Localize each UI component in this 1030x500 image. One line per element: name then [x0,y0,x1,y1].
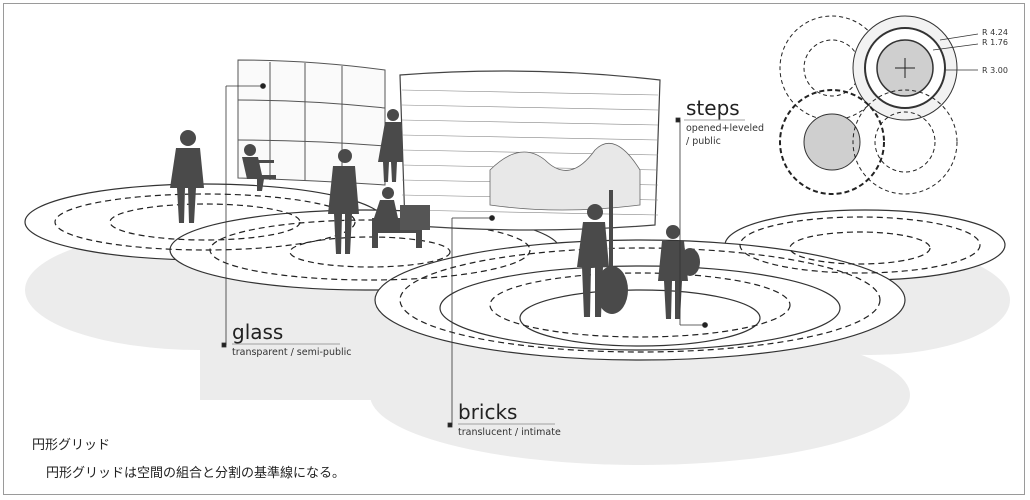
person-seated-armchair [372,187,430,248]
person-walking-center [328,149,359,254]
person-guitar-player [658,225,700,319]
image-frame [3,3,1025,495]
platforms [24,183,1006,361]
leader-lines [221,83,708,428]
steps-label-subtitle-1: opened+leveled [686,123,765,134]
bricks-label-subtitle: translucent / intimate [458,427,561,438]
person-standing-left [170,130,204,223]
caption-title: 円形グリッド [32,438,111,453]
dashed-grid [54,193,981,353]
steps-label-title: steps [686,96,740,120]
radius-label-1-76: R 1.76 [982,38,1008,47]
radius-label-3-00: R 3.00 [982,66,1008,75]
person-seated-laptop [242,144,276,191]
grid-plan-diagram [779,15,979,195]
label-underlines [232,119,745,425]
person-standing-bar [378,109,403,182]
steps-label-subtitle-2: / public [686,136,721,147]
brick-wall [399,70,661,231]
people-silhouettes [170,109,700,319]
person-bass-player [577,190,628,317]
caption-body: 円形グリッドは空間の組合と分割の基準線になる。 [46,466,346,481]
radius-label-4-24: R 4.24 [982,28,1008,37]
bricks-label-title: bricks [458,400,518,424]
glass-label-title: glass [232,320,284,344]
glass-label-subtitle: transparent / semi-public [232,347,352,358]
